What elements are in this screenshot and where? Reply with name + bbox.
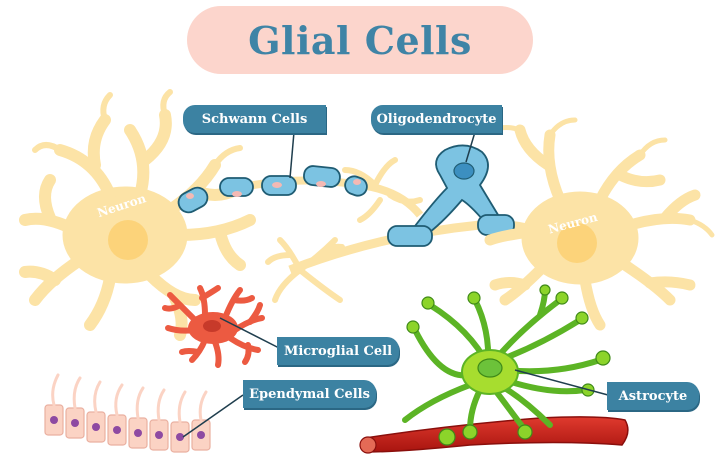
blood-vessel-opening bbox=[359, 436, 377, 454]
neuron-left-nucleus bbox=[108, 220, 148, 260]
pointer-lines bbox=[182, 131, 609, 438]
blood-vessel bbox=[364, 416, 629, 453]
microglial-nucleus bbox=[203, 320, 221, 332]
neuron-left bbox=[19, 89, 256, 341]
schwann-nuclei bbox=[186, 179, 361, 199]
page-title: Glial Cells bbox=[248, 17, 472, 63]
astrocyte-endfeet bbox=[406, 284, 611, 446]
label-oligodendrocyte: Oligodendrocyte bbox=[371, 105, 502, 133]
label-microglial-cell: Microglial Cell bbox=[277, 337, 399, 365]
title-banner: Glial Cells bbox=[187, 6, 533, 74]
label-astrocyte: Astrocyte bbox=[607, 382, 699, 410]
astrocyte-nucleus bbox=[477, 358, 503, 378]
neuron-middle bbox=[265, 157, 423, 303]
oligodendrocyte-nucleus bbox=[453, 162, 475, 180]
axon-middle bbox=[288, 219, 548, 275]
neuron-right-nucleus bbox=[557, 223, 597, 263]
neuron-right bbox=[484, 117, 715, 331]
ependymal-cells bbox=[44, 373, 211, 453]
label-schwann-cells: Schwann Cells bbox=[183, 105, 326, 133]
label-ependymal-cells: Ependymal Cells bbox=[243, 380, 376, 408]
